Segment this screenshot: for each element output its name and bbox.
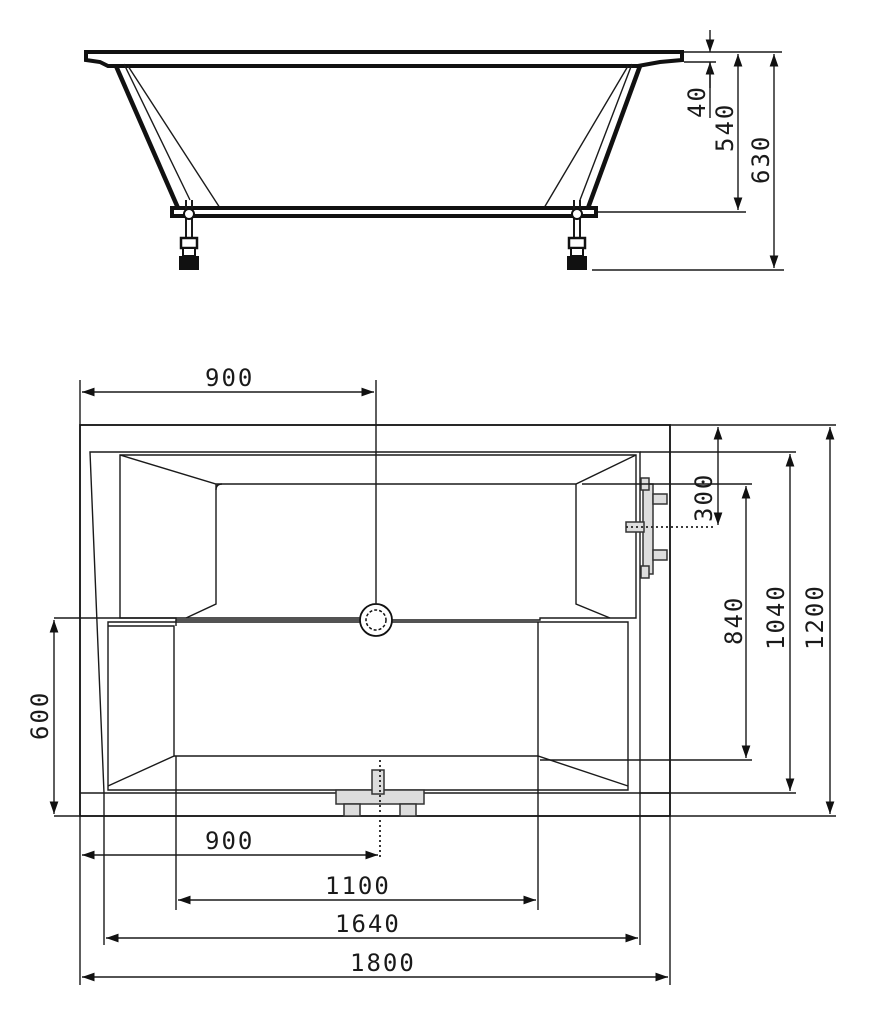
dim-inner-width-label: 1040 [762, 584, 790, 650]
drain [359, 603, 393, 637]
dim-drain-offset: 900 [82, 364, 374, 397]
side-view: 40 540 630 [84, 30, 784, 271]
dim-total-height: 630 [747, 53, 779, 268]
dim-spout-offset-label: 900 [205, 827, 254, 855]
plan-view: 900 300 840 1040 1200 600 900 [26, 364, 836, 985]
dim-inner-width: 1040 [762, 454, 795, 791]
dim-total-height-label: 630 [747, 135, 775, 184]
upper-basin-outline [119, 454, 637, 621]
lower-basin-outline [107, 621, 629, 791]
dim-spout-offset: 900 [82, 827, 378, 860]
tub-base-frame [170, 206, 598, 218]
dim-inner-length-label: 1640 [335, 910, 401, 938]
dim-bottom-offset-label: 600 [26, 691, 54, 740]
dim-inner-depth-label: 540 [711, 103, 739, 152]
tub-left-wall [113, 65, 181, 209]
dim-valve-offset-label: 300 [690, 473, 718, 522]
tub-outer-rim [79, 424, 671, 817]
dim-inner-depth: 540 [711, 53, 743, 210]
dim-drain-offset-label: 900 [205, 364, 254, 392]
dim-outer-length: 1800 [82, 949, 668, 982]
tub-rim [84, 50, 684, 68]
right-leg [567, 200, 587, 270]
dim-rim-height-label: 40 [683, 85, 711, 118]
dim-outer-width-label: 1200 [801, 584, 829, 650]
dim-floor-length-label: 1100 [325, 872, 391, 900]
left-leg [179, 200, 199, 270]
tub-right-wall [585, 65, 643, 209]
dim-outer-length-label: 1800 [350, 949, 416, 977]
dim-inner-length-side: 840 [720, 486, 751, 758]
dim-inner-length-side-label: 840 [720, 596, 748, 645]
dim-rim-height: 40 [683, 30, 715, 118]
wall-mixer-valve [625, 477, 668, 579]
dim-floor-length: 1100 [178, 872, 536, 905]
dim-inner-length: 1640 [106, 910, 638, 943]
dim-outer-width: 1200 [801, 427, 835, 814]
dim-valve-offset: 300 [690, 427, 723, 525]
dim-bottom-offset: 600 [26, 620, 59, 814]
